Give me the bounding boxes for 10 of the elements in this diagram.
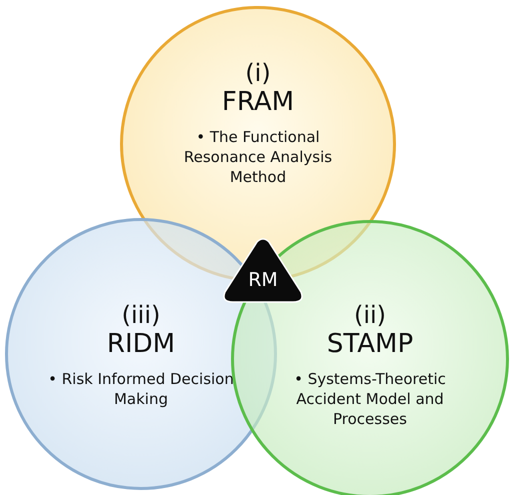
bullet-description: • The Functional Resonance Analysis Method bbox=[182, 127, 334, 187]
center-label: RM bbox=[247, 268, 279, 292]
roman-numeral: (ii) bbox=[354, 301, 386, 329]
acronym-heading: STAMP bbox=[326, 329, 414, 359]
acronym-heading: RIDM bbox=[106, 329, 176, 359]
roman-numeral: (iii) bbox=[122, 301, 160, 329]
bullet-description: • Systems-Theoretic Accident Model and Processes bbox=[293, 369, 447, 429]
acronym-heading: FRAM bbox=[222, 87, 294, 117]
bullet-description: • Risk Informed Decision Making bbox=[47, 369, 235, 409]
roman-numeral: (i) bbox=[245, 59, 271, 87]
